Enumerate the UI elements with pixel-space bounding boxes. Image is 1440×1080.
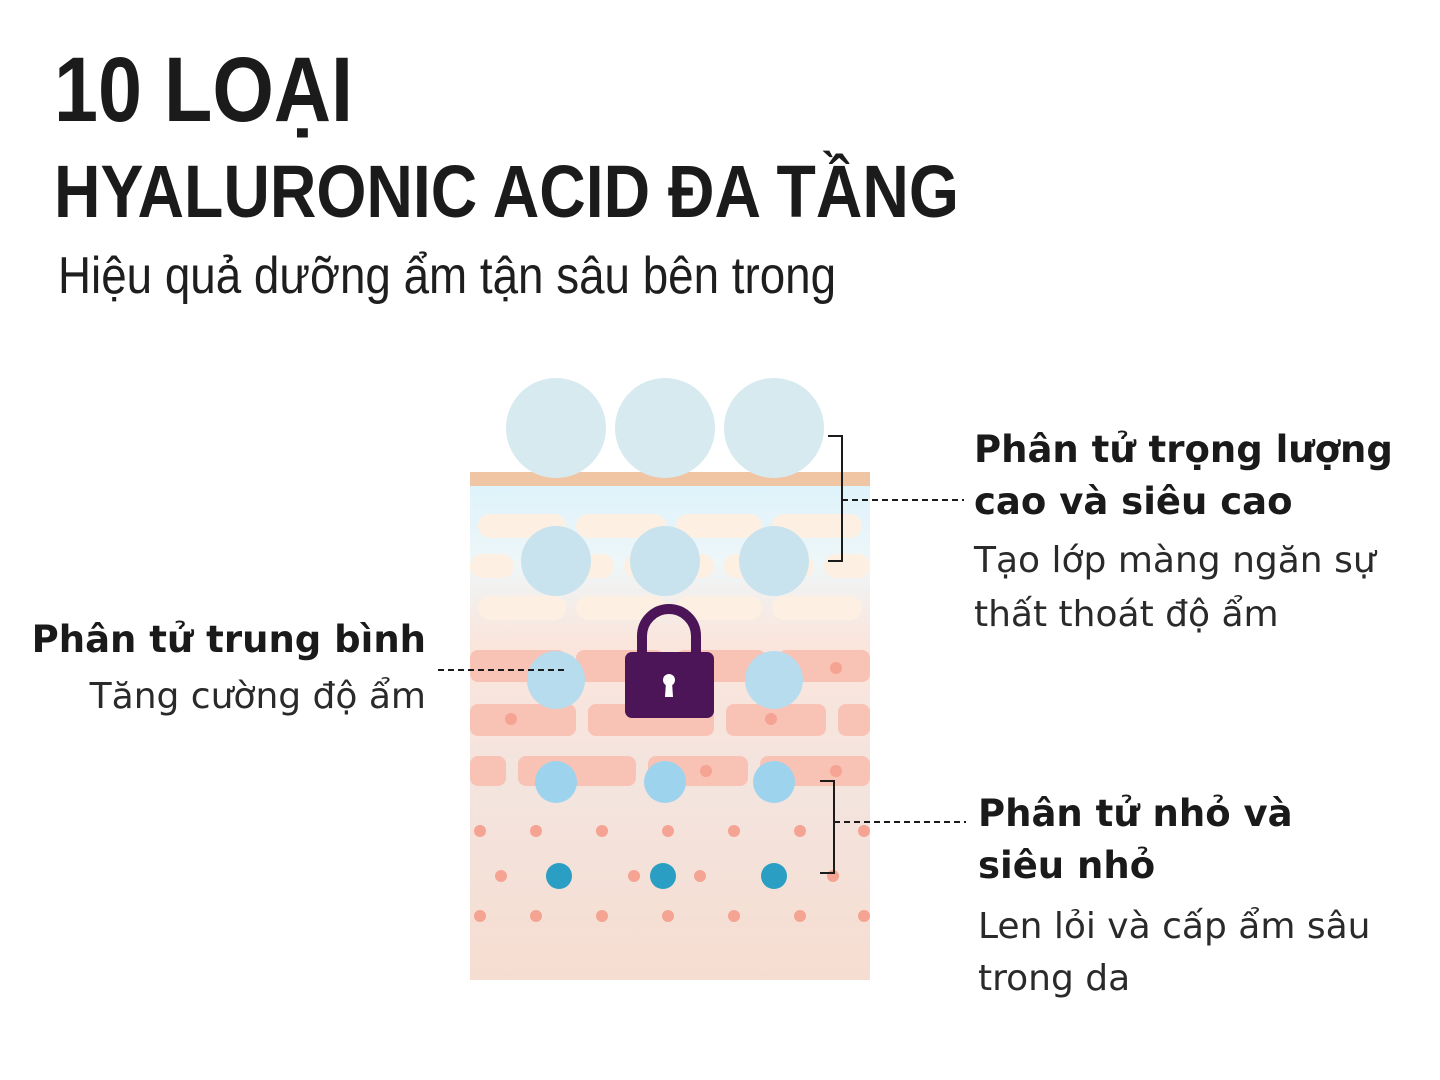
medium-molecules bbox=[527, 651, 803, 709]
low-weight-heading-line2: siêu nhỏ bbox=[978, 844, 1156, 887]
small-molecule bbox=[644, 761, 686, 803]
large-molecule bbox=[506, 378, 606, 478]
upper-molecules bbox=[521, 526, 809, 596]
page-title-line1: 10 LOẠI bbox=[54, 39, 353, 141]
small-molecules bbox=[535, 761, 795, 803]
large-molecule bbox=[724, 378, 824, 478]
medium-weight-desc: Tăng cường độ ẩm bbox=[89, 676, 426, 717]
high-weight-desc-line1: Tạo lớp màng ngăn sự bbox=[974, 540, 1376, 581]
small-molecule bbox=[535, 761, 577, 803]
upper-molecule bbox=[521, 526, 591, 596]
page-title-line2: HYALURONIC ACID ĐA TẦNG bbox=[54, 150, 959, 233]
medium-molecule bbox=[527, 651, 585, 709]
high-weight-desc-line2: thất thoát độ ẩm bbox=[974, 594, 1279, 635]
lock-icon bbox=[625, 604, 714, 718]
page-subtitle: Hiệu quả dưỡng ẩm tận sâu bên trong bbox=[58, 247, 837, 305]
low-weight-heading-line1: Phân tử nhỏ và bbox=[978, 792, 1293, 835]
medium-weight-heading: Phân tử trung bình bbox=[31, 618, 426, 661]
medium-molecule bbox=[745, 651, 803, 709]
low-weight-bracket bbox=[820, 780, 966, 874]
tiny-molecules bbox=[546, 863, 787, 889]
tiny-molecule bbox=[761, 863, 787, 889]
tiny-molecule bbox=[546, 863, 572, 889]
large-molecule bbox=[615, 378, 715, 478]
large-molecules bbox=[506, 378, 824, 478]
pink-dots bbox=[474, 662, 870, 922]
low-weight-desc-line1: Len lỏi và cấp ẩm sâu bbox=[978, 906, 1371, 947]
high-weight-bracket bbox=[828, 435, 964, 562]
low-weight-desc-line2: trong da bbox=[978, 958, 1131, 999]
high-weight-heading-line1: Phân tử trọng lượng bbox=[974, 428, 1393, 471]
tiny-molecule bbox=[650, 863, 676, 889]
upper-molecule bbox=[630, 526, 700, 596]
high-weight-heading-line2: cao và siêu cao bbox=[974, 480, 1293, 523]
small-molecule bbox=[753, 761, 795, 803]
upper-molecule bbox=[739, 526, 809, 596]
